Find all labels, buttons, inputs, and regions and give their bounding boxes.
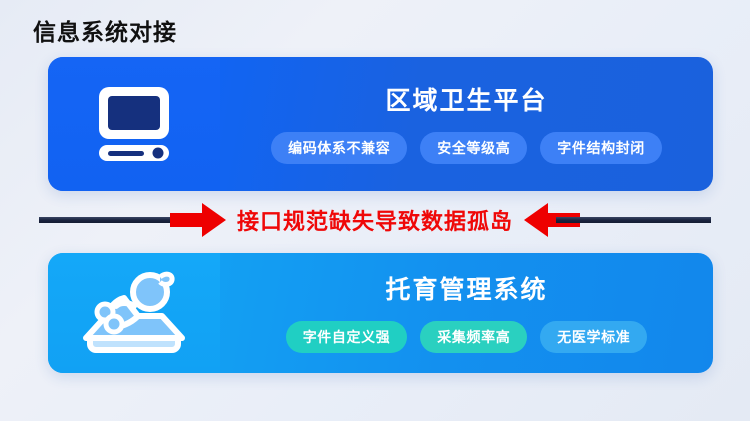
card-body: 区域卫生平台 编码体系不兼容 安全等级高 字件结构封闭 [220, 57, 713, 191]
card-icon-pane [48, 57, 220, 191]
tag-row: 字件自定义强 采集频率高 无医学标准 [285, 321, 648, 353]
tag-row: 编码体系不兼容 安全等级高 字件结构封闭 [271, 132, 662, 164]
connector-line-right [556, 217, 711, 223]
connector-line-left [39, 217, 194, 223]
desktop-computer-icon [91, 83, 177, 166]
page-title: 信息系统对接 [33, 19, 177, 45]
baby-on-changing-mat-icon [78, 268, 190, 359]
card-title: 区域卫生平台 [385, 87, 548, 115]
tag-chip[interactable]: 字件自定义强 [285, 321, 408, 353]
card-body: 托育管理系统 字件自定义强 采集频率高 无医学标准 [220, 253, 713, 373]
arrow-right-icon [170, 203, 226, 242]
connector-label: 接口规范缺失导致数据孤岛 [236, 209, 513, 234]
tag-chip[interactable]: 安全等级高 [420, 132, 528, 164]
tag-chip[interactable]: 采集频率高 [420, 321, 528, 353]
card-icon-pane [48, 253, 220, 373]
tag-chip[interactable]: 编码体系不兼容 [271, 132, 408, 164]
card-childcare-management-system[interactable]: 托育管理系统 字件自定义强 采集频率高 无医学标准 [48, 253, 713, 373]
tag-chip[interactable]: 无医学标准 [540, 321, 648, 353]
connector-band: 接口规范缺失导致数据孤岛 [0, 196, 750, 244]
tag-chip[interactable]: 字件结构封闭 [540, 132, 662, 164]
card-title: 托育管理系统 [385, 276, 548, 304]
arrow-left-icon [524, 203, 580, 242]
card-regional-health-platform[interactable]: 区域卫生平台 编码体系不兼容 安全等级高 字件结构封闭 [48, 57, 713, 191]
